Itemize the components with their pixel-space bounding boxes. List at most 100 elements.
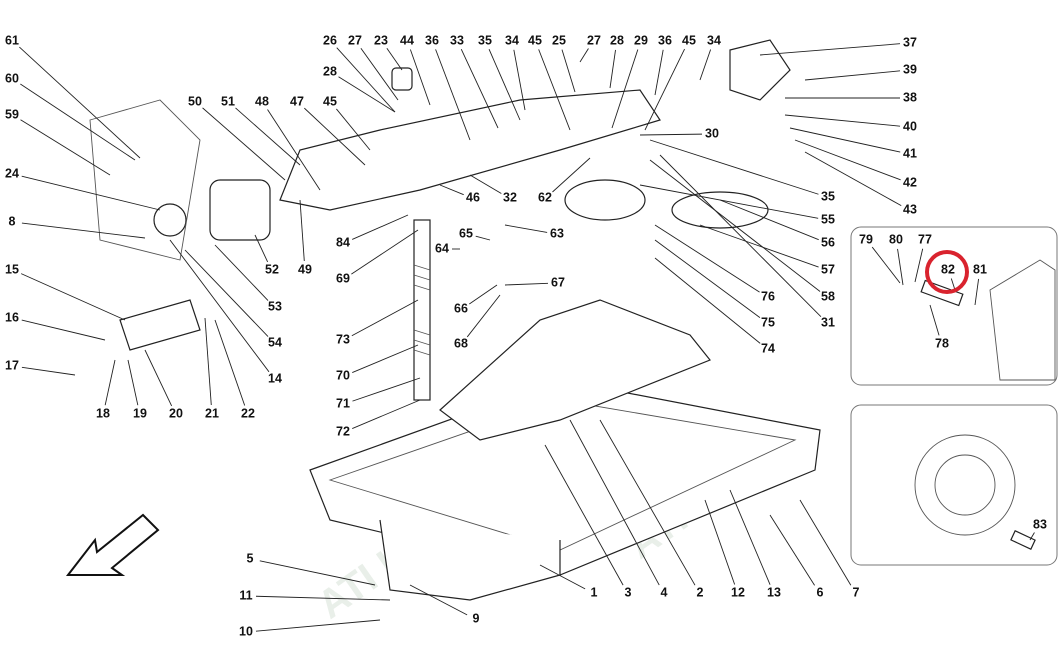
part-label-29: 29	[634, 33, 648, 47]
part-label-41: 41	[903, 146, 917, 160]
part-label-57: 57	[821, 262, 835, 276]
leader-line-26	[336, 47, 396, 113]
part-label-68: 68	[454, 336, 468, 350]
part-label-18: 18	[96, 406, 110, 420]
leader-line-40	[784, 114, 901, 127]
leader-line-12	[704, 499, 736, 585]
part-label-31: 31	[821, 315, 835, 329]
part-label-16: 16	[5, 310, 19, 324]
leader-line-41	[789, 127, 901, 153]
leader-line-43	[804, 151, 902, 207]
part-label-27: 27	[348, 33, 362, 47]
leader-line-19	[127, 359, 139, 406]
leader-line-27	[360, 48, 399, 101]
leader-line-33	[460, 48, 499, 129]
part-label-3: 3	[625, 585, 632, 599]
part-label-39: 39	[903, 62, 917, 76]
part-label-25: 25	[552, 33, 566, 47]
part-label-24: 24	[5, 166, 19, 180]
leader-line-39	[804, 70, 901, 81]
oil-sump-pan	[309, 379, 821, 601]
leader-line-2	[599, 419, 696, 586]
leader-line-62	[552, 157, 591, 193]
leader-line-18	[104, 359, 116, 406]
leader-line-76	[654, 224, 760, 293]
leader-line-67	[504, 282, 549, 286]
leader-line-20	[144, 349, 173, 407]
part-label-79: 79	[859, 232, 873, 246]
leader-line-59	[20, 119, 111, 176]
part-label-20: 20	[169, 406, 183, 420]
leader-line-52	[254, 234, 269, 263]
leader-line-71	[352, 377, 421, 402]
part-label-83: 83	[1033, 517, 1047, 531]
part-label-55: 55	[821, 212, 835, 226]
part-label-27: 27	[587, 33, 601, 47]
part-label-60: 60	[5, 71, 19, 85]
leader-line-84	[352, 214, 409, 240]
leader-line-42	[794, 139, 901, 181]
part-label-71: 71	[336, 396, 350, 410]
leader-line-35	[488, 49, 521, 121]
part-label-45: 45	[323, 94, 337, 108]
leader-line-55	[639, 184, 819, 219]
part-label-7: 7	[853, 585, 860, 599]
leader-line-17	[21, 366, 76, 376]
part-label-33: 33	[450, 33, 464, 47]
part-label-30: 30	[705, 126, 719, 140]
leader-line-60	[20, 83, 136, 161]
part-label-6: 6	[817, 585, 824, 599]
leader-line-75	[654, 239, 761, 319]
leader-line-54	[184, 249, 269, 337]
leader-line-81	[974, 278, 980, 306]
leader-line-53	[214, 244, 269, 301]
part-label-64: 64	[435, 241, 449, 255]
leader-line-47	[304, 107, 366, 166]
leader-line-7	[799, 499, 852, 586]
part-label-59: 59	[5, 107, 19, 121]
part-label-45: 45	[682, 33, 696, 47]
part-label-32: 32	[503, 190, 517, 204]
part-label-54: 54	[268, 335, 282, 349]
part-label-35: 35	[478, 33, 492, 47]
leader-line-27	[579, 48, 589, 63]
pressure-relief-valve	[413, 219, 431, 401]
part-label-36: 36	[425, 33, 439, 47]
part-label-22: 22	[241, 406, 255, 420]
leader-line-58	[649, 159, 821, 292]
leader-line-5	[259, 560, 376, 586]
part-label-1: 1	[591, 585, 598, 599]
oil-pump-assembly	[209, 39, 791, 241]
part-label-14: 14	[268, 371, 282, 385]
part-label-51: 51	[221, 94, 235, 108]
part-label-12: 12	[731, 585, 745, 599]
part-label-5: 5	[247, 551, 254, 565]
leader-line-73	[351, 299, 419, 337]
part-label-78: 78	[935, 336, 949, 350]
leader-line-63	[504, 224, 548, 233]
part-label-35: 35	[821, 189, 835, 203]
part-label-70: 70	[336, 368, 350, 382]
part-label-56: 56	[821, 235, 835, 249]
leader-line-36	[435, 49, 471, 141]
part-label-75: 75	[761, 315, 775, 329]
leader-line-6	[769, 514, 815, 586]
part-label-47: 47	[290, 94, 304, 108]
leader-line-35	[649, 139, 819, 195]
leader-line-36	[654, 49, 664, 96]
leader-line-16	[21, 319, 106, 341]
chain-sprocket	[89, 99, 201, 351]
leader-line-51	[235, 107, 301, 166]
leader-line-78	[929, 304, 940, 336]
part-label-21: 21	[205, 406, 219, 420]
part-label-76: 76	[761, 289, 775, 303]
leader-line-45	[538, 49, 571, 131]
part-label-72: 72	[336, 424, 350, 438]
part-label-67: 67	[551, 275, 565, 289]
part-label-69: 69	[336, 271, 350, 285]
leader-line-66	[469, 284, 498, 305]
part-label-19: 19	[133, 406, 147, 420]
part-label-13: 13	[767, 585, 781, 599]
